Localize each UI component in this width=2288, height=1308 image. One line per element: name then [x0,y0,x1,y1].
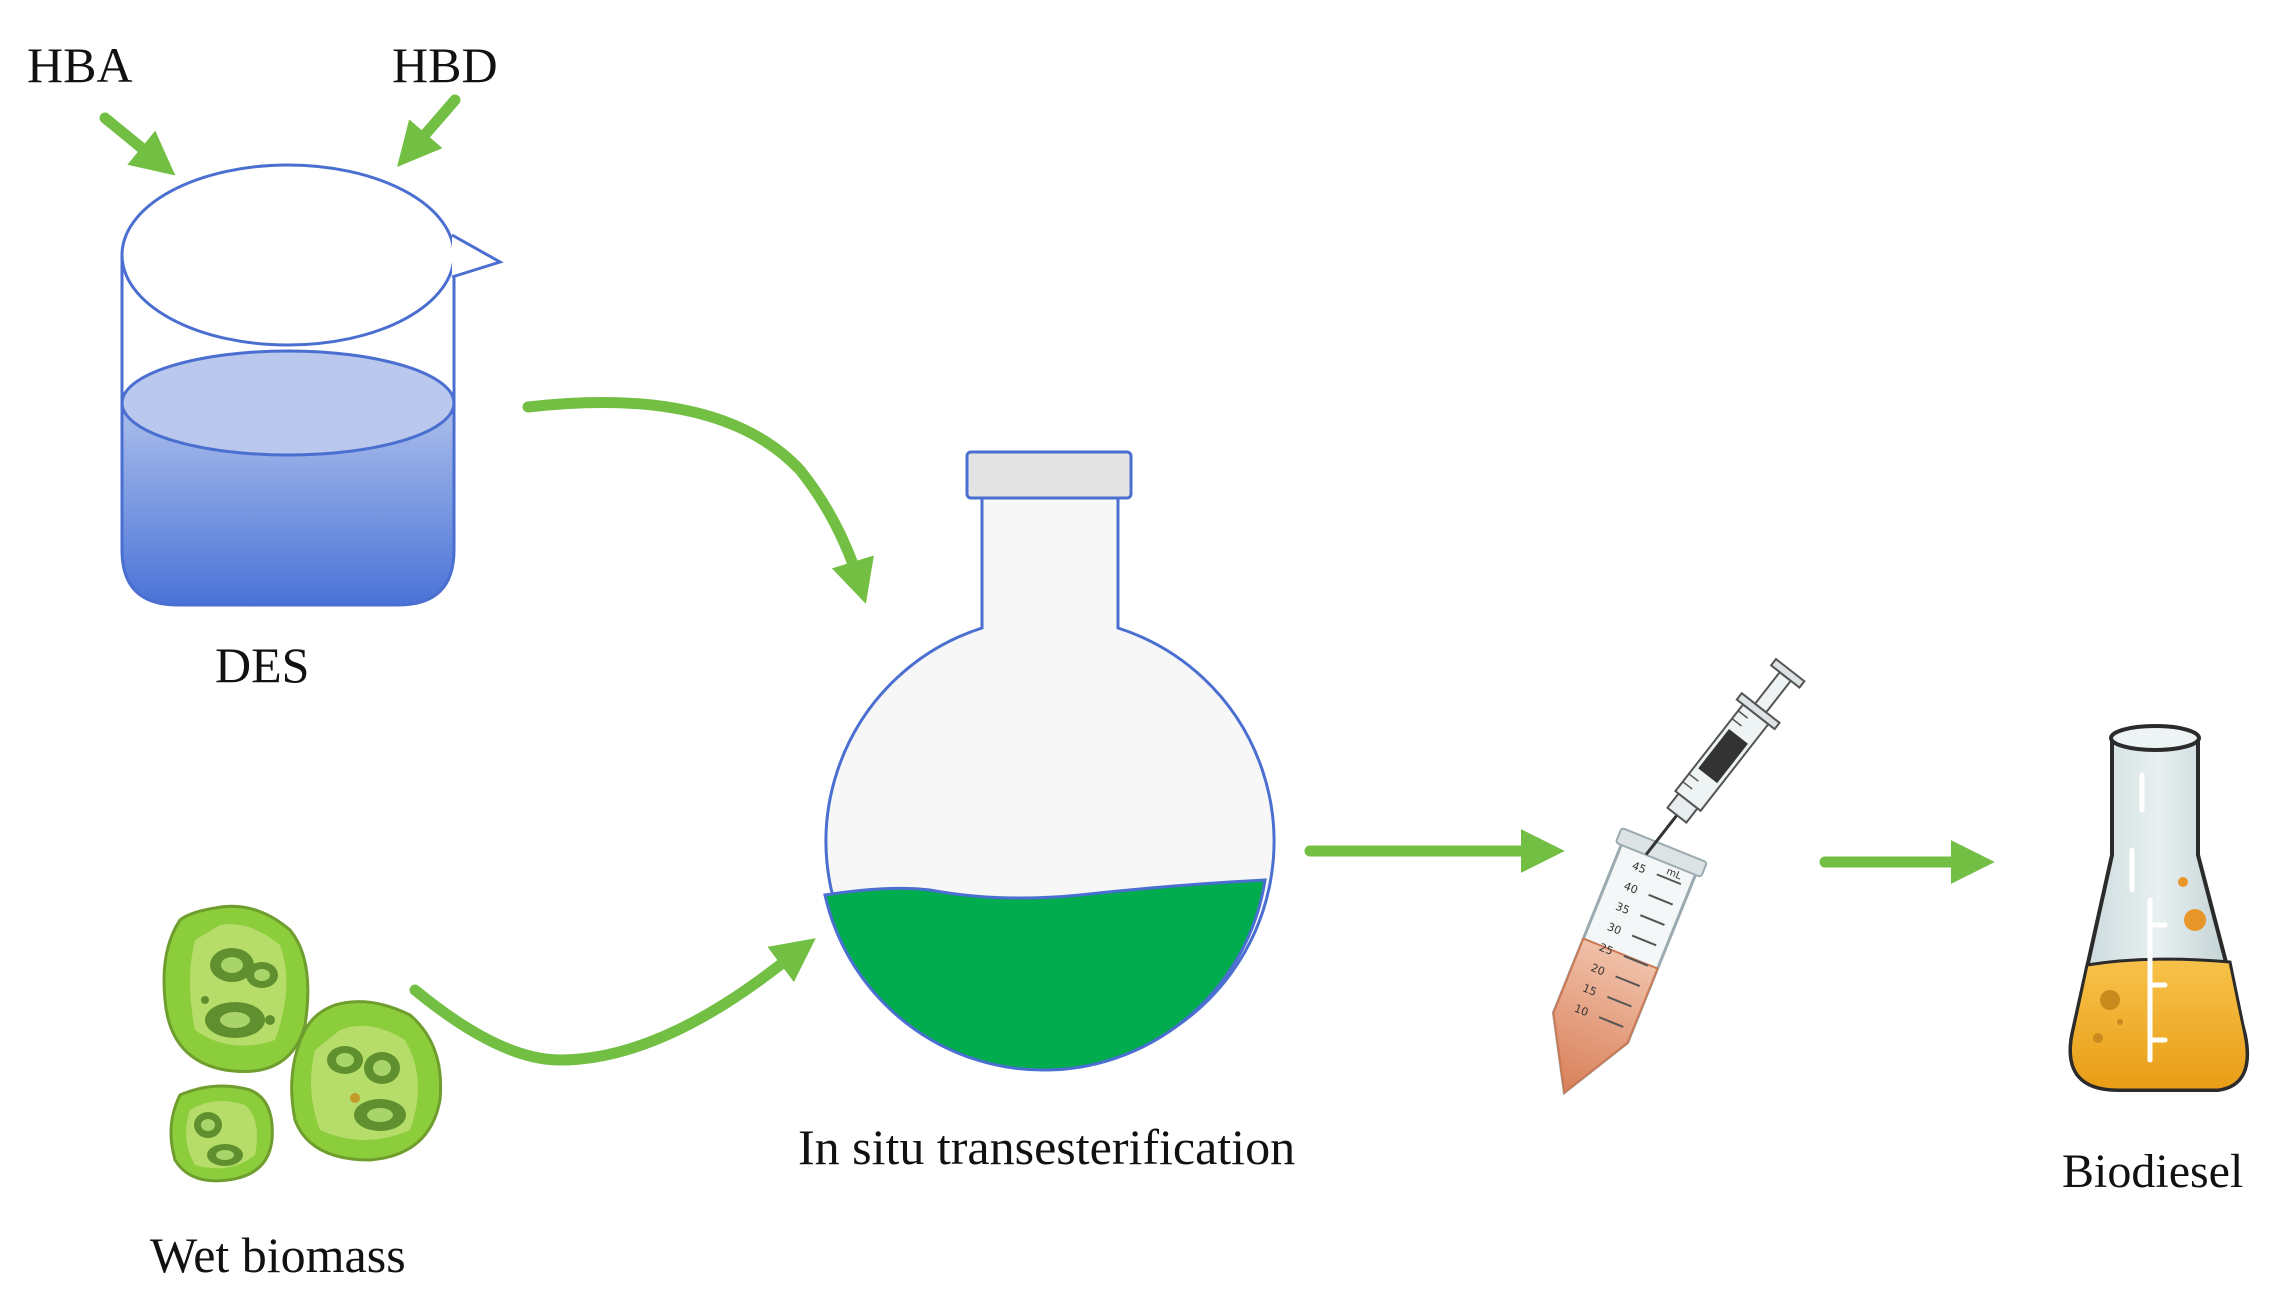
hba-arrow [99,112,176,176]
biodiesel-label: Biodiesel [2062,1145,2244,1198]
tube-unit: mL [1665,866,1684,882]
tube-tick-25: 25 [1597,941,1615,958]
cell-right [290,1000,443,1162]
cell-large-left [162,904,310,1073]
tube-tick-45: 45 [1630,859,1648,876]
hba-label: HBA [27,37,133,93]
tube-tick-10: 10 [1572,1002,1590,1019]
hbd-arrow [397,94,461,167]
cell-small [169,1084,274,1183]
round-bottom-flask-icon [823,450,1276,1072]
des-label: DES [215,637,310,693]
tube-tick-30: 30 [1605,920,1623,937]
erlenmeyer-flask-icon [2068,724,2250,1092]
tube-tick-15: 15 [1581,981,1599,998]
syringe-icon [1644,657,1806,856]
des-to-flask-arrow [522,397,874,604]
centrifuge-tube-icon: 45 40 35 30 25 20 15 10 mL [1551,827,1708,1096]
hbd-label: HBD [392,37,498,93]
in-situ-transesterification-label: In situ transesterification [798,1119,1296,1175]
wet-biomass-label: Wet biomass [150,1227,406,1283]
microalgae-cells-icon [162,904,443,1183]
tube-tick-35: 35 [1614,900,1632,917]
tube-tick-40: 40 [1622,879,1640,896]
biomass-to-flask-arrow [409,938,816,1066]
tube-tick-20: 20 [1589,961,1607,978]
beaker-icon [120,163,504,607]
